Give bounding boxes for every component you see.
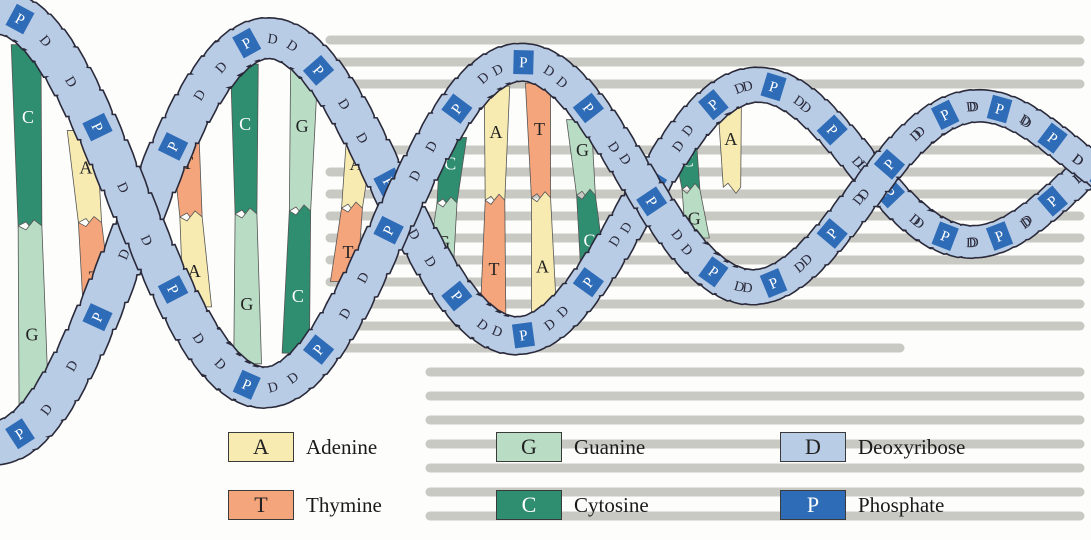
base-pair: CG [11, 45, 49, 407]
legend-item-thymine: T Thymine [228, 489, 382, 521]
cytosine-base [282, 205, 311, 353]
guanine-swatch: G [496, 432, 562, 462]
thymine-legend-label: Thymine [306, 493, 382, 518]
base-letter: A [724, 129, 737, 149]
cytosine-base [230, 64, 258, 220]
phosphate-legend-label: Phosphate [858, 493, 944, 518]
base-pair: GC [282, 69, 318, 353]
base-letter: C [292, 286, 304, 306]
deoxyribose-label: D [968, 235, 979, 250]
guanine-legend-label: Guanine [574, 435, 645, 460]
adenine-base [531, 192, 556, 313]
cytosine-legend-label: Cytosine [574, 493, 649, 518]
base-letter: C [239, 114, 251, 134]
thymine-swatch: T [228, 490, 294, 520]
legend-item-cytosine: C Cytosine [496, 489, 649, 521]
adenine-swatch: A [228, 432, 294, 462]
legend-item-phosphate: P Phosphate [780, 489, 944, 521]
cytosine-base [11, 45, 42, 232]
deoxyribose-label: D [742, 281, 754, 297]
legend-item-guanine: G Guanine [496, 431, 645, 463]
base-letter: G [296, 116, 309, 136]
base-letter: C [22, 107, 34, 127]
base-pair: CG [230, 64, 261, 364]
base-letter: A [489, 122, 502, 142]
base-pair: AT [480, 86, 509, 314]
deoxyribose-label: D [968, 100, 979, 116]
phosphate-label: P [519, 55, 528, 71]
base-letter: T [534, 119, 545, 139]
base-letter: G [240, 294, 253, 314]
base-letter: G [576, 140, 589, 160]
adenine-legend-label: Adenine [306, 435, 377, 460]
phosphate-swatch: P [780, 490, 846, 520]
base-letter: T [489, 259, 500, 279]
base-letter: A [536, 257, 549, 277]
thymine-base [525, 83, 550, 204]
cytosine-swatch: C [496, 490, 562, 520]
deoxyribose-legend-label: Deoxyribose [858, 435, 965, 460]
guanine-base [234, 208, 262, 364]
base-letter: G [25, 325, 38, 345]
adenine-base [484, 86, 510, 206]
deoxyribose-swatch: D [780, 432, 846, 462]
legend-item-adenine: A Adenine [228, 431, 377, 463]
legend-item-deoxyribose: D Deoxyribose [780, 431, 965, 463]
